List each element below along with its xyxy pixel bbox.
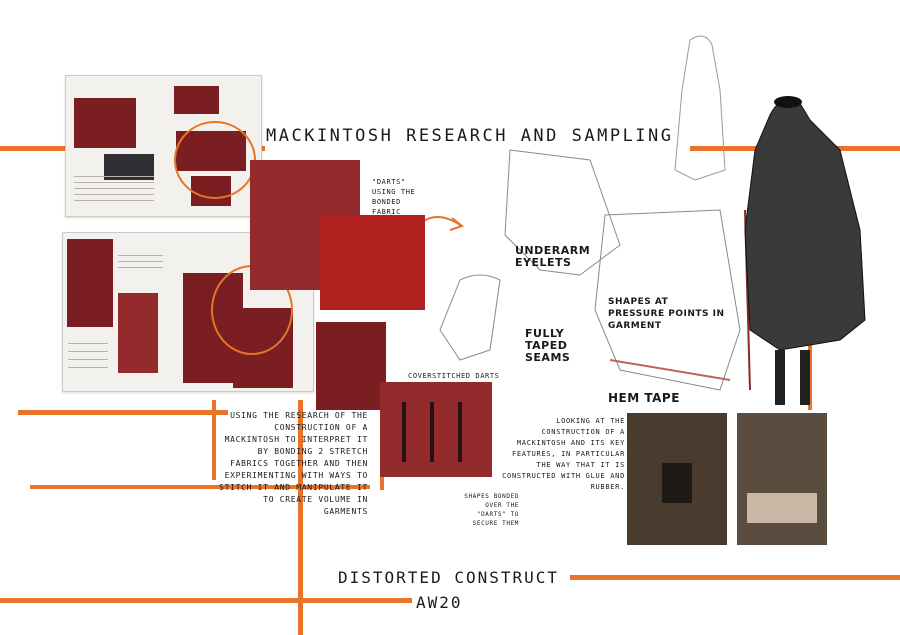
page-title: MACKINTOSH RESEARCH AND SAMPLING — [266, 126, 674, 146]
orange-line-left-mid — [18, 410, 228, 415]
fabric-swatch — [191, 176, 231, 206]
fabric-swatch — [176, 131, 246, 171]
fabric-swatch — [118, 293, 158, 373]
zigzag-sample — [104, 154, 154, 180]
orange-line-footer-right — [570, 575, 900, 580]
footer-season: AW20 — [416, 593, 463, 612]
paragraph-left: USING THE RESEARCH OF THE CONSTRUCTION O… — [219, 411, 368, 516]
fabric-swatch — [174, 86, 219, 114]
photo-hand-working — [737, 413, 827, 545]
footer-collection: DISTORTED CONSTRUCT — [338, 568, 560, 587]
paragraph-right: LOOKING AT THE CONSTRUCTION OF A MACKINT… — [502, 417, 625, 491]
fabric-swatch — [74, 98, 136, 148]
sketchbook-page-top — [65, 75, 262, 217]
photo-gluing-strap — [627, 413, 727, 545]
orange-line-vertical-3 — [212, 400, 216, 480]
caption-darts-bonded: "DARTS" USING THE BONDED FABRIC — [372, 178, 416, 216]
mackintosh-sketches — [439, 35, 866, 405]
fabric-swatch — [67, 239, 113, 327]
circle-annotation — [174, 121, 256, 199]
fabric-photo-darts — [320, 215, 425, 310]
label-underarm-eyelets: UNDERARM EYELETS — [515, 244, 591, 269]
label-fully-taped: FULLY TAPED SEAMS — [525, 327, 571, 364]
fabric-photo-coverstitched — [380, 382, 492, 477]
orange-line-footer-left — [0, 598, 412, 603]
fabric-photo-folded — [316, 322, 386, 410]
fabric-swatch — [233, 308, 293, 388]
orange-line-vertical — [298, 400, 303, 635]
orange-line-left-lower — [30, 485, 370, 489]
caption-coverstitched: COVERSTITCHED DARTS — [408, 372, 500, 380]
label-shapes-pressure: SHAPES AT PRESSURE POINTS IN GARMENT — [608, 297, 725, 331]
caption-shapes-bonded: SHAPES BONDED OVER THE "DARTS" TO SECURE… — [464, 493, 519, 527]
label-hem-tape: HEM TAPE — [608, 391, 680, 405]
